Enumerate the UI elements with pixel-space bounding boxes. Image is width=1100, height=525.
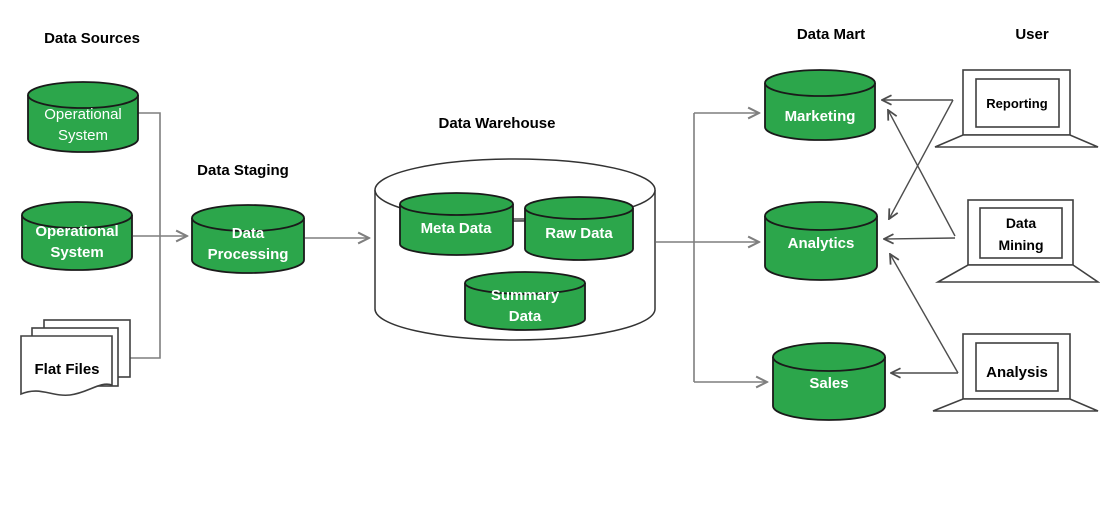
meta-data-label: Meta Data — [421, 220, 493, 237]
edge-reporting-to-analytics — [889, 99, 954, 219]
summary-data-label-line1: Summary — [491, 287, 560, 304]
reporting-screen-inner — [975, 78, 1060, 128]
os1-body — [27, 95, 139, 153]
analytics-body — [764, 216, 878, 281]
data-mining-screen-inner — [979, 207, 1063, 259]
data-mining-laptop: Data Mining — [934, 199, 1100, 283]
reporting-laptop-base — [934, 134, 1099, 148]
analysis-laptop-base — [932, 398, 1099, 412]
flat-files-label: Flat Files — [34, 361, 99, 378]
os2-top — [21, 201, 133, 229]
sales-label: Sales — [809, 375, 848, 392]
os1-top — [27, 81, 139, 109]
summary-top — [464, 271, 586, 295]
marketing-top — [764, 69, 876, 97]
sales-top — [772, 342, 886, 372]
flat-files-page-front — [20, 335, 113, 397]
marketing-body — [764, 83, 876, 141]
summary-data-cylinder: Summary Data — [464, 271, 586, 331]
edge-datamining-to-analytics — [884, 238, 956, 239]
summary-data-label-line2: Data — [509, 308, 542, 325]
dp-top — [191, 204, 305, 232]
heading-data-staging: Data Staging — [197, 162, 289, 179]
analytics-cylinder: Analytics — [764, 201, 878, 281]
analytics-label: Analytics — [788, 235, 855, 252]
analysis-label: Analysis — [986, 364, 1048, 381]
analysis-screen-inner — [975, 342, 1059, 392]
marketing-label: Marketing — [785, 108, 856, 125]
sales-body — [772, 357, 886, 421]
marketing-cylinder: Marketing — [764, 69, 876, 141]
heading-data-sources: Data Sources — [44, 30, 140, 47]
heading-data-mart: Data Mart — [797, 26, 865, 43]
meta-data-cylinder: Meta Data — [399, 192, 514, 256]
raw-data-cylinder: Raw Data — [524, 196, 634, 261]
analysis-laptop: Analysis — [932, 333, 1099, 412]
flat-files-document-stack: Flat Files — [20, 319, 131, 397]
data-mining-label-line2: Mining — [998, 237, 1043, 253]
data-mining-laptop-base — [934, 264, 1100, 283]
os1-label-line1: Operational — [44, 106, 122, 123]
edge-analysis-to-analytics — [890, 254, 959, 374]
os2-label-line2: System — [50, 244, 103, 261]
reporting-label: Reporting — [986, 96, 1047, 111]
data-mining-label-line1: Data — [1006, 215, 1037, 231]
operational-system-1-cylinder: Operational System — [27, 81, 139, 153]
meta-top — [399, 192, 514, 216]
raw-top — [524, 196, 634, 220]
data-processing-label-line1: Data — [232, 225, 265, 242]
data-processing-label-line2: Processing — [208, 246, 289, 263]
sales-cylinder: Sales — [772, 342, 886, 421]
os1-label-line2: System — [58, 127, 108, 144]
os2-label-line1: Operational — [35, 223, 118, 240]
meta-body — [399, 204, 514, 256]
analytics-top — [764, 201, 878, 231]
raw-data-label: Raw Data — [545, 225, 613, 242]
operational-system-2-cylinder: Operational System — [21, 201, 133, 271]
reporting-laptop: Reporting — [934, 69, 1099, 148]
heading-user: User — [1015, 26, 1049, 43]
heading-data-warehouse: Data Warehouse — [439, 115, 556, 132]
edge-datamining-to-marketing — [888, 110, 956, 237]
summary-body — [464, 283, 586, 331]
os2-body — [21, 215, 133, 271]
dp-body — [191, 218, 305, 274]
data-processing-cylinder: Data Processing — [191, 204, 305, 274]
raw-body — [524, 208, 634, 261]
